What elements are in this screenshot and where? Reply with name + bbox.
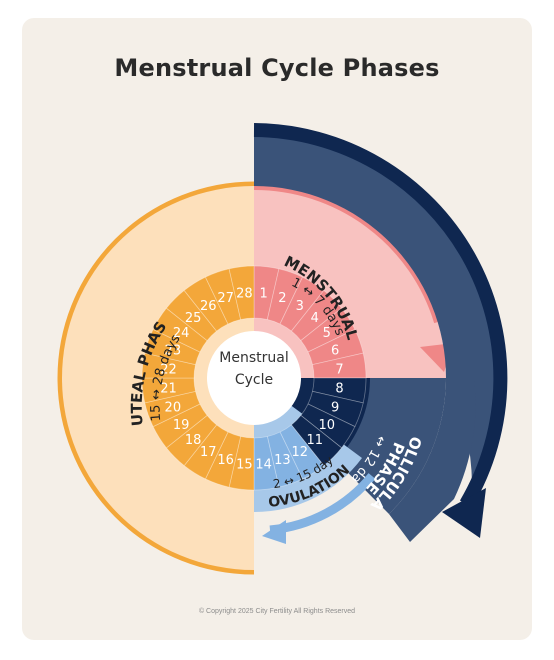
day-label: 5 <box>323 326 331 341</box>
day-label: 12 <box>291 445 308 460</box>
day-label: 24 <box>173 326 190 341</box>
day-segment <box>307 390 364 428</box>
day-segment <box>183 424 229 480</box>
day-label: 18 <box>185 433 202 448</box>
day-segment <box>300 403 356 449</box>
center-circle <box>207 331 301 425</box>
day-label: 14 <box>255 457 272 472</box>
day-label: 9 <box>331 400 339 415</box>
day-segment <box>152 307 208 353</box>
day-segment <box>204 431 242 488</box>
follicular-wedge <box>254 378 476 542</box>
day-label: 8 <box>335 382 343 397</box>
day-label: 21 <box>160 382 177 397</box>
day-label: 10 <box>319 418 336 433</box>
center-label-line2: Cycle <box>235 372 273 388</box>
center-label-line1: Menstrual <box>219 350 288 366</box>
day-segment <box>279 276 325 332</box>
day-label: 28 <box>236 287 253 302</box>
day-segment <box>152 403 208 449</box>
day-segment <box>228 265 255 320</box>
day-label: 15 <box>236 457 253 472</box>
day-segment <box>228 436 255 491</box>
day-label: 1 <box>259 287 267 302</box>
day-label: 27 <box>217 291 234 306</box>
day-segment <box>141 352 196 379</box>
day-label: 11 <box>307 433 324 448</box>
day-segment <box>183 276 229 332</box>
day-segment <box>279 424 325 480</box>
day-segment <box>312 377 367 404</box>
day-label: 16 <box>217 453 234 468</box>
day-label: 23 <box>165 344 182 359</box>
day-label: 19 <box>173 418 190 433</box>
ovulation-arrowhead <box>262 520 286 544</box>
day-label: 26 <box>200 299 217 314</box>
follicular-arrowhead <box>442 488 486 538</box>
day-label: 6 <box>331 344 339 359</box>
day-segment <box>144 328 201 366</box>
page-title: Menstrual Cycle Phases <box>114 54 440 82</box>
day-label: 25 <box>185 311 202 326</box>
follicular-band-edge <box>253 123 508 508</box>
day-label: 13 <box>274 453 291 468</box>
day-label: 17 <box>200 445 217 460</box>
day-label: 22 <box>160 362 177 377</box>
day-label: 2 <box>278 291 286 306</box>
day-ring <box>141 265 367 491</box>
day-label: 7 <box>335 362 343 377</box>
day-segment <box>300 307 356 353</box>
day-label: 4 <box>311 311 319 326</box>
day-segment <box>253 265 280 320</box>
copyright-notice: © Copyright 2025 City Fertility All Righ… <box>198 608 356 615</box>
day-segment <box>266 268 304 325</box>
day-label: 3 <box>296 299 304 314</box>
day-label: 20 <box>165 400 182 415</box>
